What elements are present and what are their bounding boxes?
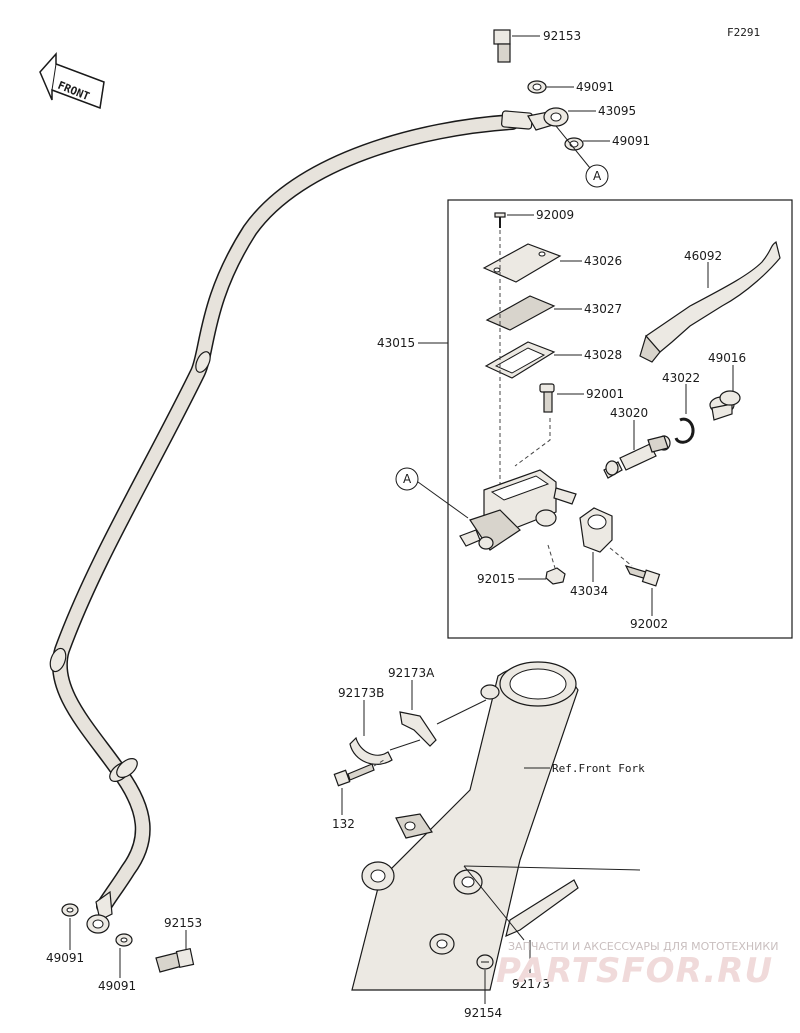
ref-circle-a-body xyxy=(395,467,419,491)
callout-92015: 92015 xyxy=(477,572,515,586)
callout-49091-c: 49091 xyxy=(46,951,84,965)
bushing-49016 xyxy=(709,390,741,421)
callout-43034: 43034 xyxy=(570,584,608,598)
callout-43020: 43020 xyxy=(610,406,648,420)
hose-clamp-a xyxy=(399,711,437,747)
callout-49091-d: 49091 xyxy=(98,979,136,993)
upper-banjo-fitting xyxy=(493,29,584,151)
bolt-132 xyxy=(333,763,375,787)
callout-92009: 92009 xyxy=(536,208,574,222)
piston-assembly xyxy=(603,435,671,479)
ref-front-fork: Ref.Front Fork xyxy=(552,762,645,775)
callout-43022: 43022 xyxy=(662,371,700,385)
lower-banjo-fitting xyxy=(61,890,195,973)
callout-43095: 43095 xyxy=(598,104,636,118)
callout-92002: 92002 xyxy=(630,617,668,631)
circlip xyxy=(674,417,695,444)
ref-circle-a-top-label: A xyxy=(593,169,602,183)
callout-43026: 43026 xyxy=(584,254,622,268)
front-arrow-icon: FRONT xyxy=(39,52,105,110)
brake-lever xyxy=(639,241,781,363)
callout-49091-a: 49091 xyxy=(576,80,614,94)
callout-92173B: 92173B xyxy=(338,686,384,700)
master-cylinder-box xyxy=(447,199,793,639)
callout-92153-top: 92153 xyxy=(543,29,581,43)
reservoir-cap xyxy=(482,243,562,283)
callout-46092: 46092 xyxy=(684,249,722,263)
front-fork xyxy=(351,661,579,991)
callout-49091-b: 49091 xyxy=(612,134,650,148)
callout-43028: 43028 xyxy=(584,348,622,362)
callout-43015: 43015 xyxy=(377,336,415,350)
watermark-brand: PARTSFOR.RU xyxy=(496,951,773,991)
handlebar-clamp xyxy=(579,507,613,553)
figure-code: F2291 xyxy=(727,26,760,39)
ref-circle-a-top xyxy=(585,164,609,188)
callout-92001: 92001 xyxy=(586,387,624,401)
brake-hose xyxy=(49,114,520,914)
callout-92173: 92173 xyxy=(512,977,550,991)
callout-92154: 92154 xyxy=(464,1006,502,1020)
nut-92015 xyxy=(545,567,566,585)
lower-bracket xyxy=(505,879,579,938)
diaphragm-plate xyxy=(485,295,556,331)
hose-clamp-b xyxy=(349,736,393,765)
callout-132: 132 xyxy=(332,817,355,831)
callout-92173A: 92173A xyxy=(388,666,435,680)
ref-circle-a-body-label: A xyxy=(403,472,412,486)
clamp-bolt xyxy=(624,565,661,587)
cap-screw xyxy=(494,212,506,228)
master-cylinder-body xyxy=(459,469,577,551)
callout-49016: 49016 xyxy=(708,351,746,365)
pin-92001 xyxy=(539,383,555,413)
watermark-tagline: ЗАПЧАСТИ И АКСЕССУАРЫ ДЛЯ МОТОТЕХНИКИ xyxy=(508,940,778,953)
screw-92154 xyxy=(476,954,494,970)
callout-92153-bot: 92153 xyxy=(164,916,202,930)
callout-43027: 43027 xyxy=(584,302,622,316)
